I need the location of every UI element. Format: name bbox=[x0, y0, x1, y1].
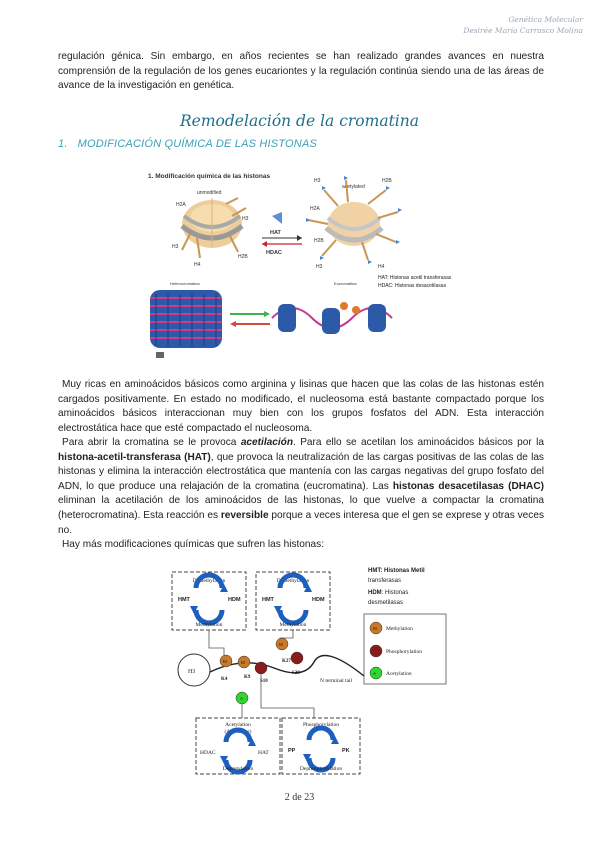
label-h3b: H3 bbox=[172, 244, 179, 250]
acetylation-label: Acetylation bbox=[225, 722, 251, 728]
label-h2b: H2B bbox=[238, 254, 248, 260]
mark-phospho-s28 bbox=[290, 651, 304, 665]
intro-paragraph: regulación génica. Sin embargo, en años … bbox=[58, 51, 544, 92]
pp-label: PP bbox=[288, 748, 296, 754]
page-header: Genética Molecular Desirée María Carrasc… bbox=[463, 14, 583, 36]
ac-tag-icon bbox=[272, 212, 282, 224]
label-h2b-right: H2B bbox=[382, 178, 392, 184]
histone-acetylation-figure: 1. Modificación química de las histonas … bbox=[142, 168, 452, 365]
nucleosome-unmodified bbox=[180, 197, 247, 259]
p2-text-i: porque a veces interesa que el gen se ex… bbox=[58, 509, 544, 536]
phosphorylation-label: Phosphorylation bbox=[303, 722, 339, 728]
tail-label: N terminal tail bbox=[320, 678, 353, 684]
hdm-label-right: HDM bbox=[312, 597, 325, 603]
hdm-label-left: HDM bbox=[228, 597, 241, 603]
label-h2a-right: H2A bbox=[310, 206, 320, 212]
p2-text-a: Para abrir la cromatina se le provoca bbox=[62, 437, 241, 448]
methylation-label-left: Methylation bbox=[196, 622, 223, 628]
label-acetylated: acetylated bbox=[342, 184, 365, 190]
legend-hdac: HDAC: Histonas desacetilasas bbox=[378, 283, 447, 289]
label-unmodified: unmodified bbox=[197, 190, 222, 196]
euchromatin-fiber bbox=[271, 302, 393, 334]
p2-text-e: , que provoca la neutralización de las c… bbox=[58, 451, 544, 492]
label-h3-right: H3 bbox=[314, 178, 321, 184]
p2-acetilacion: acetilación bbox=[240, 437, 293, 448]
legend-hmt-abbr: HMT bbox=[368, 568, 381, 574]
p2-text-c: . Para ello se acetilan los aminoácidos … bbox=[293, 437, 544, 448]
mark-m-k27: M bbox=[279, 642, 283, 647]
paragraph-acetylation: Para abrir la cromatina se le provoca ac… bbox=[58, 436, 544, 538]
k9-label: K9 bbox=[244, 675, 251, 680]
p2-hat: histona-acetil-transferasa (HAT) bbox=[58, 451, 211, 463]
label-h3: H3 bbox=[242, 216, 249, 222]
label-h4: H4 bbox=[194, 262, 201, 268]
h3-label: H3 bbox=[188, 669, 195, 675]
pk-label: PK bbox=[342, 748, 350, 754]
label-h3-right2: H3 bbox=[316, 264, 323, 270]
label-h2a: H2A bbox=[176, 202, 186, 208]
key-acetylation: Acetylation bbox=[386, 671, 412, 677]
label-h4-right: H4 bbox=[378, 264, 385, 270]
key-a: A bbox=[373, 671, 376, 676]
ac-label: Ac bbox=[272, 218, 278, 223]
legend-hat: HAT: Histonas acetil transferasas bbox=[378, 275, 452, 281]
svg-text:desmetilasas: desmetilasas bbox=[368, 600, 403, 606]
mark-m-k4: M bbox=[223, 659, 227, 664]
hdac-label: HDAC bbox=[266, 250, 282, 256]
s28-label: S28 bbox=[292, 671, 300, 676]
p2-dhac: histonas desacetilasas (DHAC) bbox=[392, 480, 544, 492]
svg-text:HDM: Histonas: HDM: Histonas bbox=[368, 590, 408, 596]
paragraph-positive-charge: Muy ricas en aminoácidos básicos como ar… bbox=[58, 379, 544, 434]
label-h2b-right2: H2B bbox=[314, 238, 324, 244]
k27-label: K27 bbox=[282, 659, 291, 664]
header-author: Desirée María Carrasco Molina bbox=[463, 26, 583, 35]
phosphorylation-box: Phosphorylation PP PK Dephosphorylation bbox=[281, 717, 361, 775]
label-eucromatina: Eucromatina bbox=[334, 281, 357, 286]
mark-m-k9: M bbox=[241, 660, 245, 665]
histone-h3-core bbox=[177, 653, 211, 687]
svg-text:transferasas: transferasas bbox=[368, 578, 401, 584]
demethylation-label-left: Demethylation bbox=[193, 578, 226, 584]
hmt-label-right: HMT bbox=[262, 597, 275, 603]
methylation-label-right: Methylation bbox=[280, 622, 307, 628]
subsection-title: MODIFICACIÓN QUÍMICA DE LAS HISTONAS bbox=[77, 138, 318, 150]
modification-key: M Methylation Phosphorylation A Acetylat… bbox=[363, 613, 447, 685]
p2-reversible: reversible bbox=[220, 509, 269, 521]
acetylation-box: Acetylation (Activating) HDAC HAT Deacet… bbox=[195, 717, 281, 775]
mark-a: A bbox=[240, 696, 243, 701]
hat-label-fig2: HAT bbox=[258, 750, 269, 756]
histone-modifications-figure: Demethylation HMT HDM Methylation Demeth… bbox=[164, 558, 454, 776]
histone-legend-icon bbox=[156, 352, 164, 358]
methylation-box-left: Demethylation HMT HDM Methylation bbox=[171, 571, 247, 631]
paragraph-more-modifications: Hay más modificaciones químicas que sufr… bbox=[62, 539, 324, 550]
subsection-heading: 1. MODIFICACIÓN QUÍMICA DE LAS HISTONAS bbox=[58, 138, 317, 150]
dephosphorylation-label: Dephosphorylation bbox=[300, 766, 342, 772]
hat-label: HAT bbox=[270, 230, 282, 236]
key-methylation: Methylation bbox=[386, 626, 413, 632]
legend-hmt: HMT: Histonas Metil bbox=[368, 568, 425, 574]
demethylation-label-right: Demethylation bbox=[277, 578, 310, 584]
section-title: Remodelación de la cromatina bbox=[180, 112, 419, 130]
mark-phospho-s10 bbox=[254, 661, 268, 675]
label-heterocromatina: Heterocromatina bbox=[170, 281, 200, 286]
key-m: M bbox=[373, 626, 377, 631]
figure1-title: 1. Modificación química de las histonas bbox=[148, 173, 270, 180]
legend-hdm-abbr: HDM bbox=[368, 590, 382, 596]
k4-label: K4 bbox=[221, 677, 228, 682]
deacetylation-label: Deacetylation bbox=[223, 766, 254, 772]
nucleosome-acetylated bbox=[306, 176, 402, 264]
hmt-label-left: HMT bbox=[178, 597, 191, 603]
header-course: Genética Molecular bbox=[508, 15, 583, 24]
s10-label: S10 bbox=[260, 679, 268, 684]
page-number: 2 de 23 bbox=[284, 792, 315, 803]
p2-text-g: eliminan la acetilación de los aminoácid… bbox=[58, 495, 544, 521]
hdac-label-fig2: HDAC bbox=[200, 750, 216, 756]
key-phosphorylation: Phosphorylation bbox=[386, 649, 422, 655]
subsection-number: 1. bbox=[58, 138, 68, 150]
heterochromatin-fiber bbox=[150, 290, 222, 348]
